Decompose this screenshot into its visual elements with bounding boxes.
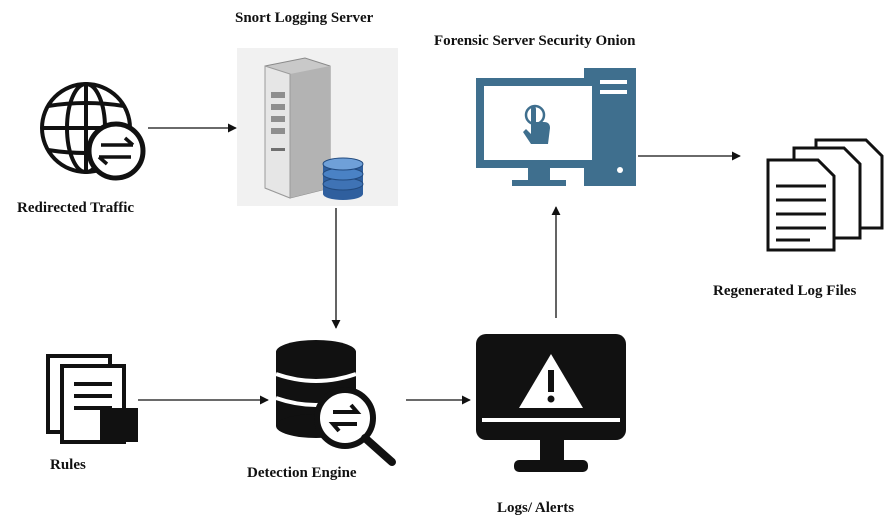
server-database-icon	[237, 48, 398, 206]
label-logs-alerts: Logs/ Alerts	[497, 500, 575, 516]
label-detection-engine: Detection Engine	[247, 465, 357, 481]
label-rules: Rules	[50, 457, 86, 473]
desktop-computer-touch-icon	[476, 68, 636, 186]
rules-document-icon	[46, 354, 138, 444]
database-search-icon	[275, 340, 396, 466]
globe-exchange-icon	[40, 82, 146, 181]
monitor-alert-icon	[476, 334, 626, 472]
edges	[138, 123, 741, 405]
document-stack-icon	[766, 138, 884, 252]
label-snort-server: Snort Logging Server	[235, 10, 374, 26]
label-redirected-traffic: Redirected Traffic	[17, 200, 135, 216]
label-regenerated-logs: Regenerated Log Files	[713, 283, 857, 299]
label-forensic-server: Forensic Server Security Onion	[434, 33, 636, 49]
